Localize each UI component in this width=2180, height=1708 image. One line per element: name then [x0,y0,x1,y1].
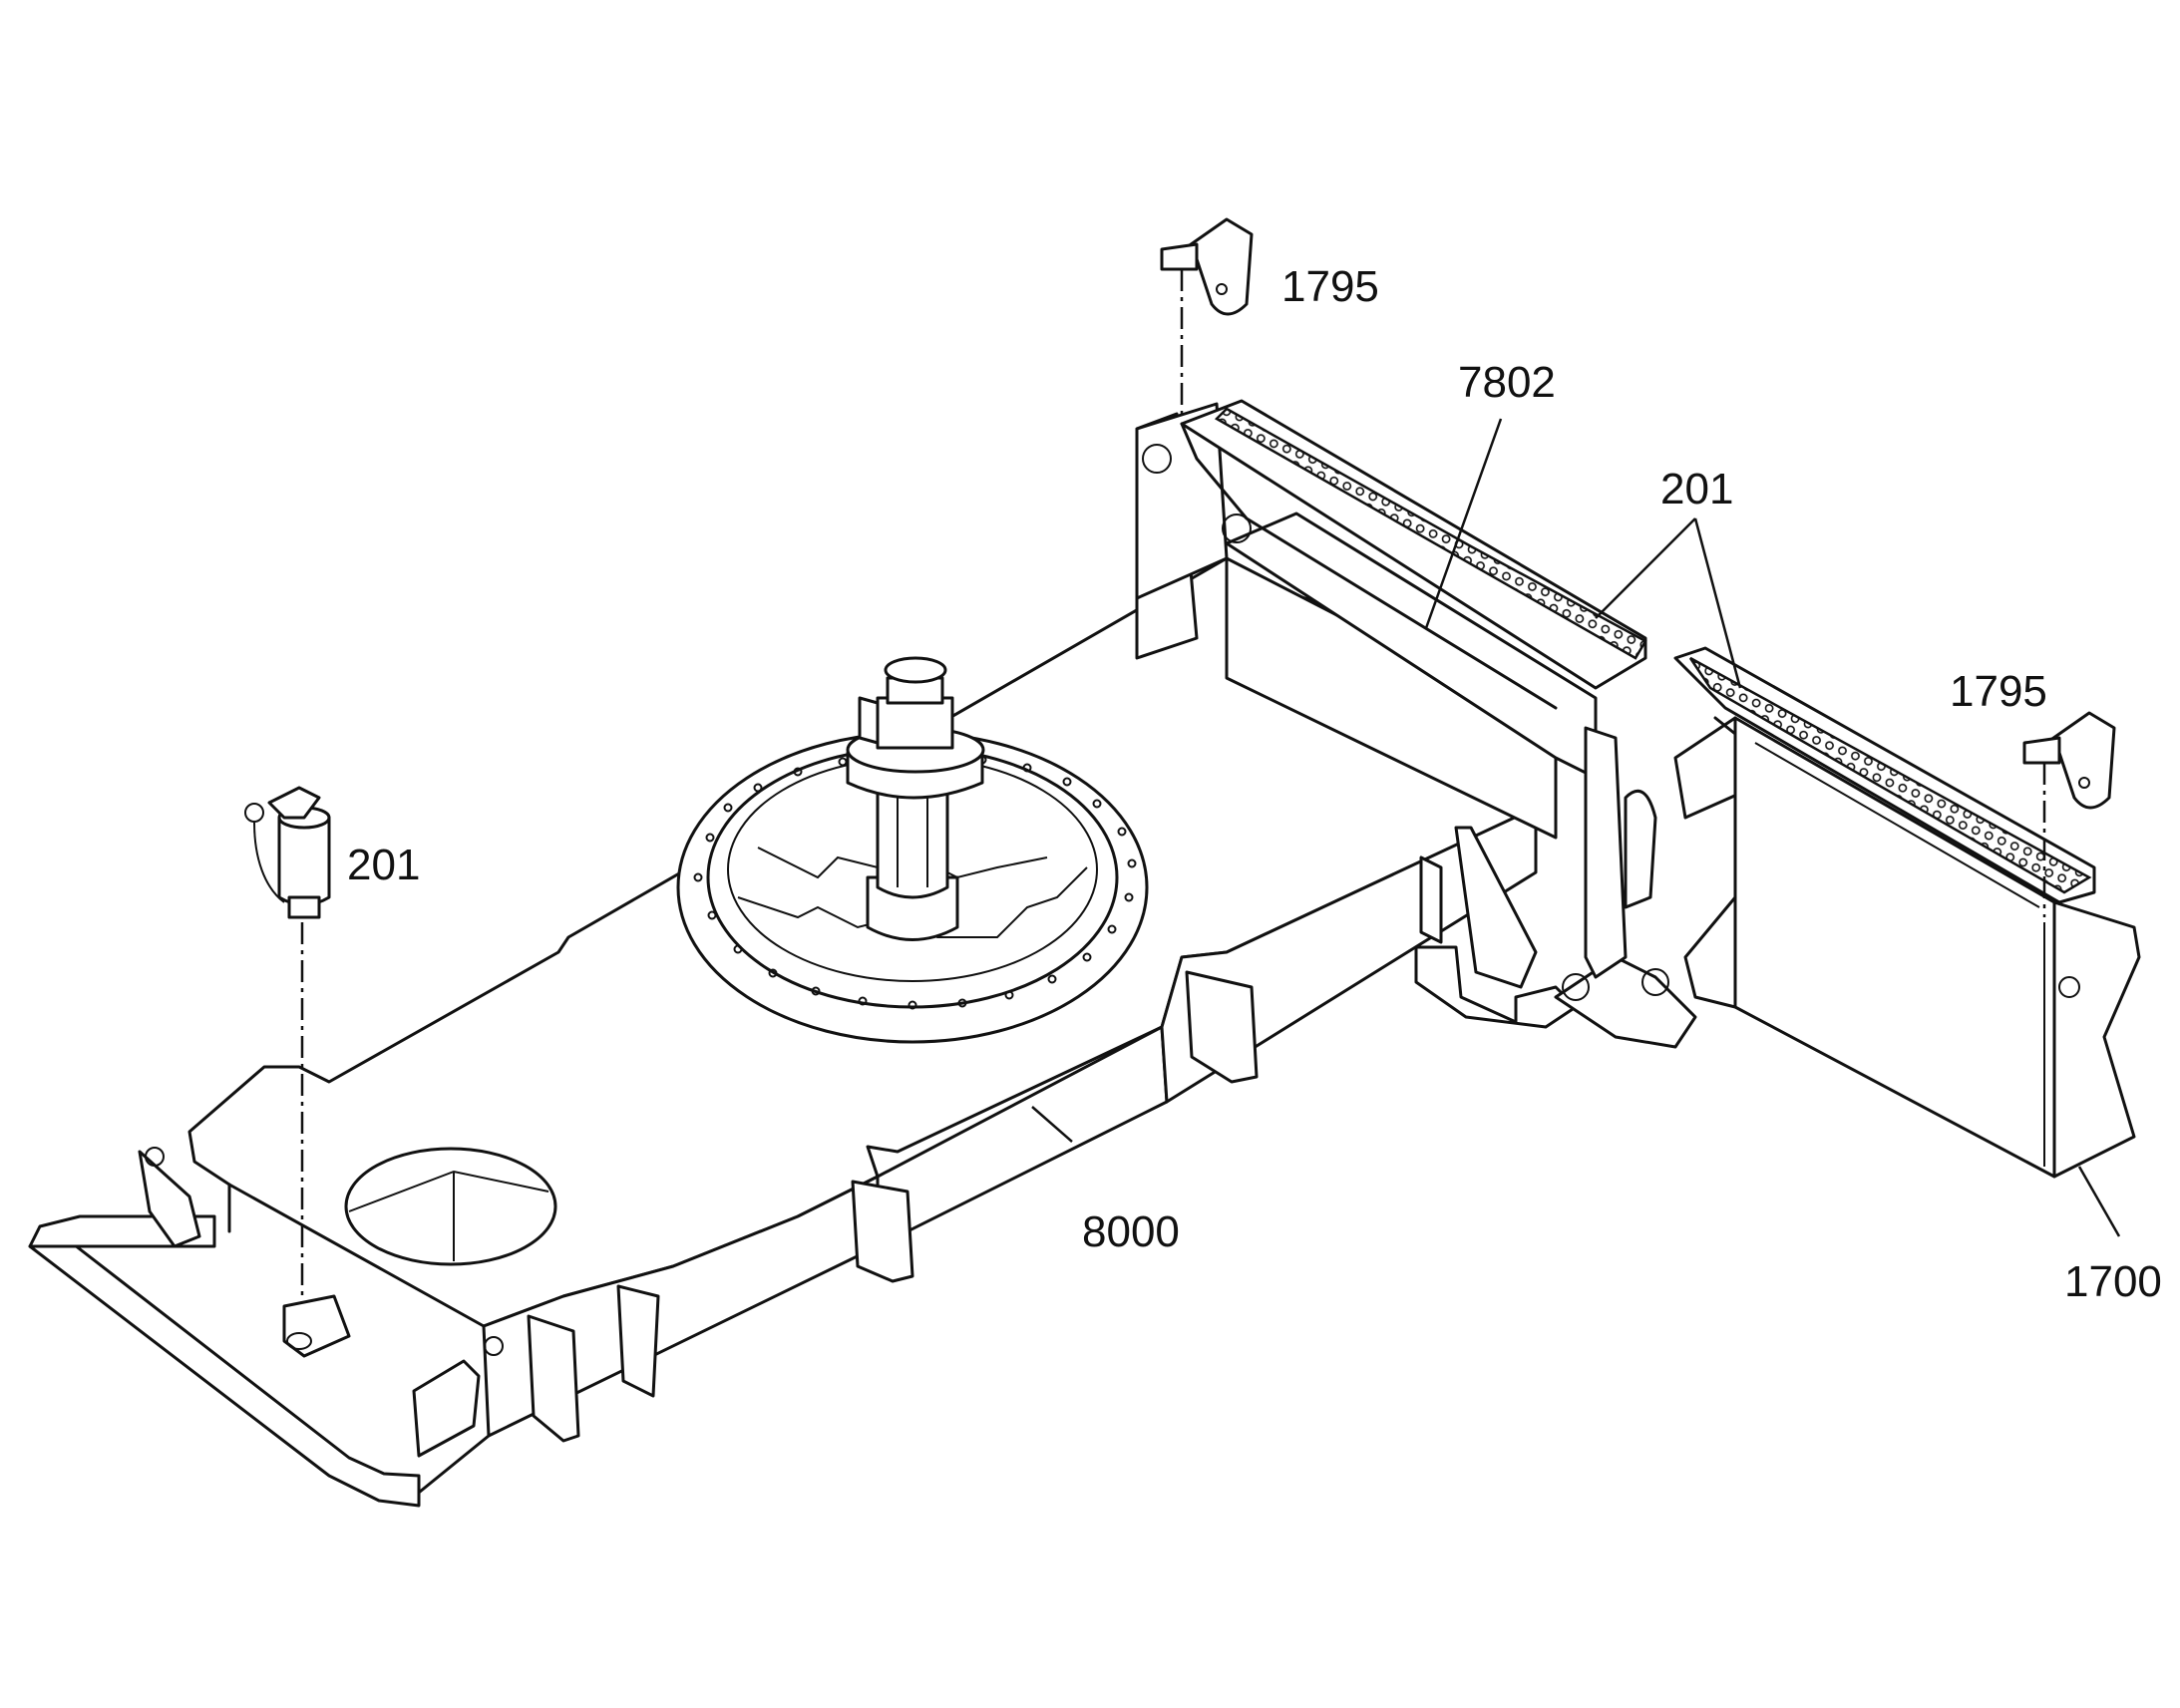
pin-201-left [244,786,351,1358]
callout-8000: 8000 [1082,1207,1180,1256]
slew-ring-bolts [693,755,1137,1010]
bracket-1795-top [1160,217,1254,419]
blade [1683,716,2141,1179]
front-tow-bar [28,1147,504,1508]
swivel-column [846,656,985,941]
callout-7802: 7802 [1458,358,1556,407]
callout-1700: 1700 [2064,1257,2162,1306]
callout-1795-top: 1795 [1281,262,1379,311]
callout-leaders [1031,418,2121,1237]
callout-201-right: 201 [1660,465,1733,513]
callout-201-left: 201 [347,841,420,889]
callout-1795-right: 1795 [1950,667,2047,716]
bracket-1795-right [2022,711,2116,917]
